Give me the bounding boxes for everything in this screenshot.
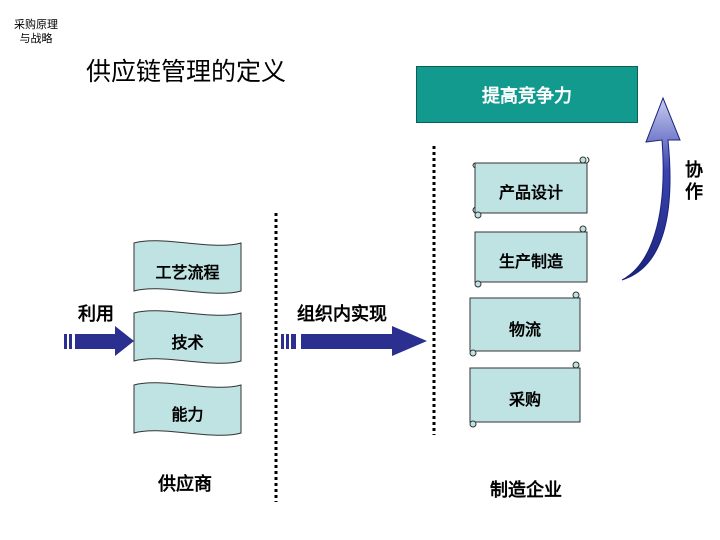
enterprise-function-scroll — [472, 156, 590, 219]
collaboration-curved-arrow — [621, 96, 681, 281]
use-arrow — [64, 326, 134, 356]
supplier-item-technology: 技术 — [171, 333, 204, 352]
collaboration-label: 协 作 — [683, 160, 705, 204]
enterprise-function-scroll — [469, 291, 581, 357]
function-purchasing: 采购 — [508, 390, 541, 409]
supplier-label: 供应商 — [158, 474, 212, 495]
goal-box: 提高竞争力 — [416, 66, 638, 123]
supplier-item-banner — [133, 310, 242, 364]
use-label: 利用 — [78, 304, 114, 325]
internal-realization-label: 组织内实现 — [297, 304, 387, 325]
collaboration-char-2: 作 — [685, 182, 703, 203]
enterprise-function-scroll — [469, 361, 581, 428]
function-manufacturing: 生产制造 — [498, 252, 563, 271]
collaboration-char-1: 协 — [685, 160, 703, 181]
supplier-item-banner — [133, 240, 242, 294]
corner-tag: 采购原理 与战略 — [8, 18, 64, 46]
page-title: 供应链管理的定义 — [86, 57, 287, 86]
supplier-item-banner — [133, 382, 242, 436]
corner-tag-line-2: 与战略 — [19, 32, 53, 45]
enterprise-function-scroll — [474, 225, 588, 288]
internal-realization-arrow — [281, 326, 427, 356]
corner-tag-line-1: 采购原理 — [14, 18, 58, 31]
function-product-design: 产品设计 — [498, 183, 563, 202]
supplier-item-capability: 能力 — [171, 405, 204, 424]
function-logistics: 物流 — [508, 320, 541, 339]
enterprise-label: 制造企业 — [490, 480, 562, 501]
supplier-item-process: 工艺流程 — [155, 263, 220, 282]
